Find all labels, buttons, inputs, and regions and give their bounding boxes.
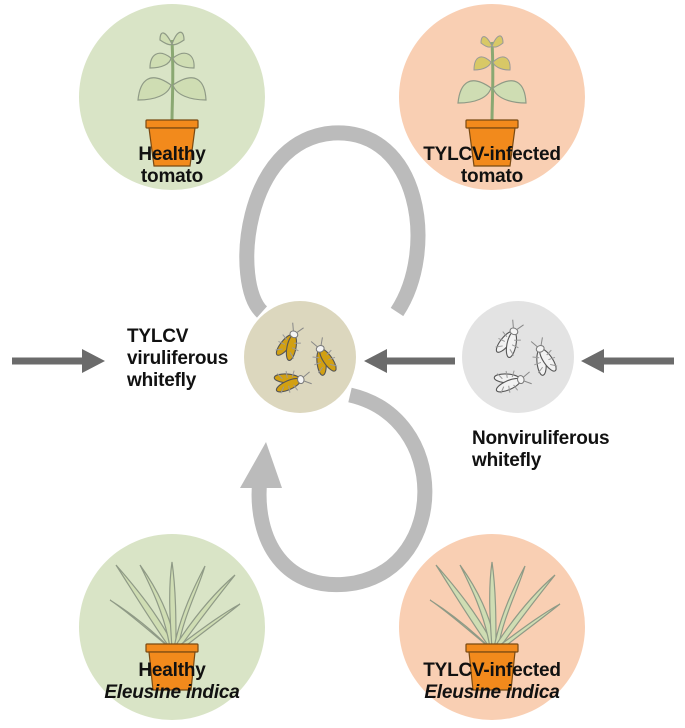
nonviruliferous-whitefly-label: Nonviruliferous whitefly — [472, 428, 652, 472]
viruliferous-label-line1: TYLCV — [127, 326, 189, 347]
viruliferous-whitefly-label: TYLCV viruliferous whitefly — [127, 326, 247, 392]
nonviruliferous-label-line1: Nonviruliferous — [472, 428, 610, 449]
healthy-tomato-label: Healthy tomato — [122, 144, 222, 188]
right-input-arrowhead — [581, 349, 604, 373]
infected-eleusine-label: TYLCV-infected Eleusine indica — [412, 660, 572, 704]
nonviruliferous-whitefly-circle — [462, 301, 574, 413]
infected-eleusine-plant-icon — [429, 561, 561, 691]
healthy-eleusine-plant-icon — [109, 561, 241, 691]
infected-eleusine-label-line2: Eleusine indica — [424, 682, 560, 703]
lower-cycle-arrow — [251, 387, 433, 593]
viruliferous-whitefly-circle — [244, 301, 356, 413]
left-input-arrowhead — [82, 349, 105, 373]
infected-tomato-label-line2: tomato — [460, 166, 524, 187]
transfer-arrowhead — [364, 349, 387, 373]
healthy-tomato-label-line2: tomato — [140, 166, 204, 187]
infected-tomato-label: TYLCV-infected tomato — [412, 144, 572, 188]
infected-eleusine-label-line1: TYLCV-infected — [423, 660, 561, 681]
nonviruliferous-label-line2: whitefly — [472, 450, 542, 471]
infected-tomato-plant-icon — [457, 35, 527, 167]
upper-cycle-arrow — [239, 125, 426, 318]
healthy-tomato-plant-icon — [137, 31, 207, 167]
healthy-eleusine-label-line2: Eleusine indica — [104, 682, 240, 703]
viruliferous-label-line2: viruliferous — [127, 348, 229, 369]
viruliferous-label-line3: whitefly — [127, 370, 197, 391]
healthy-eleusine-label: Healthy Eleusine indica — [97, 660, 247, 704]
lower-cycle-arrowhead — [240, 442, 282, 488]
healthy-eleusine-label-line1: Healthy — [138, 660, 206, 681]
healthy-tomato-label-line1: Healthy — [138, 144, 206, 165]
infected-tomato-label-line1: TYLCV-infected — [423, 144, 561, 165]
